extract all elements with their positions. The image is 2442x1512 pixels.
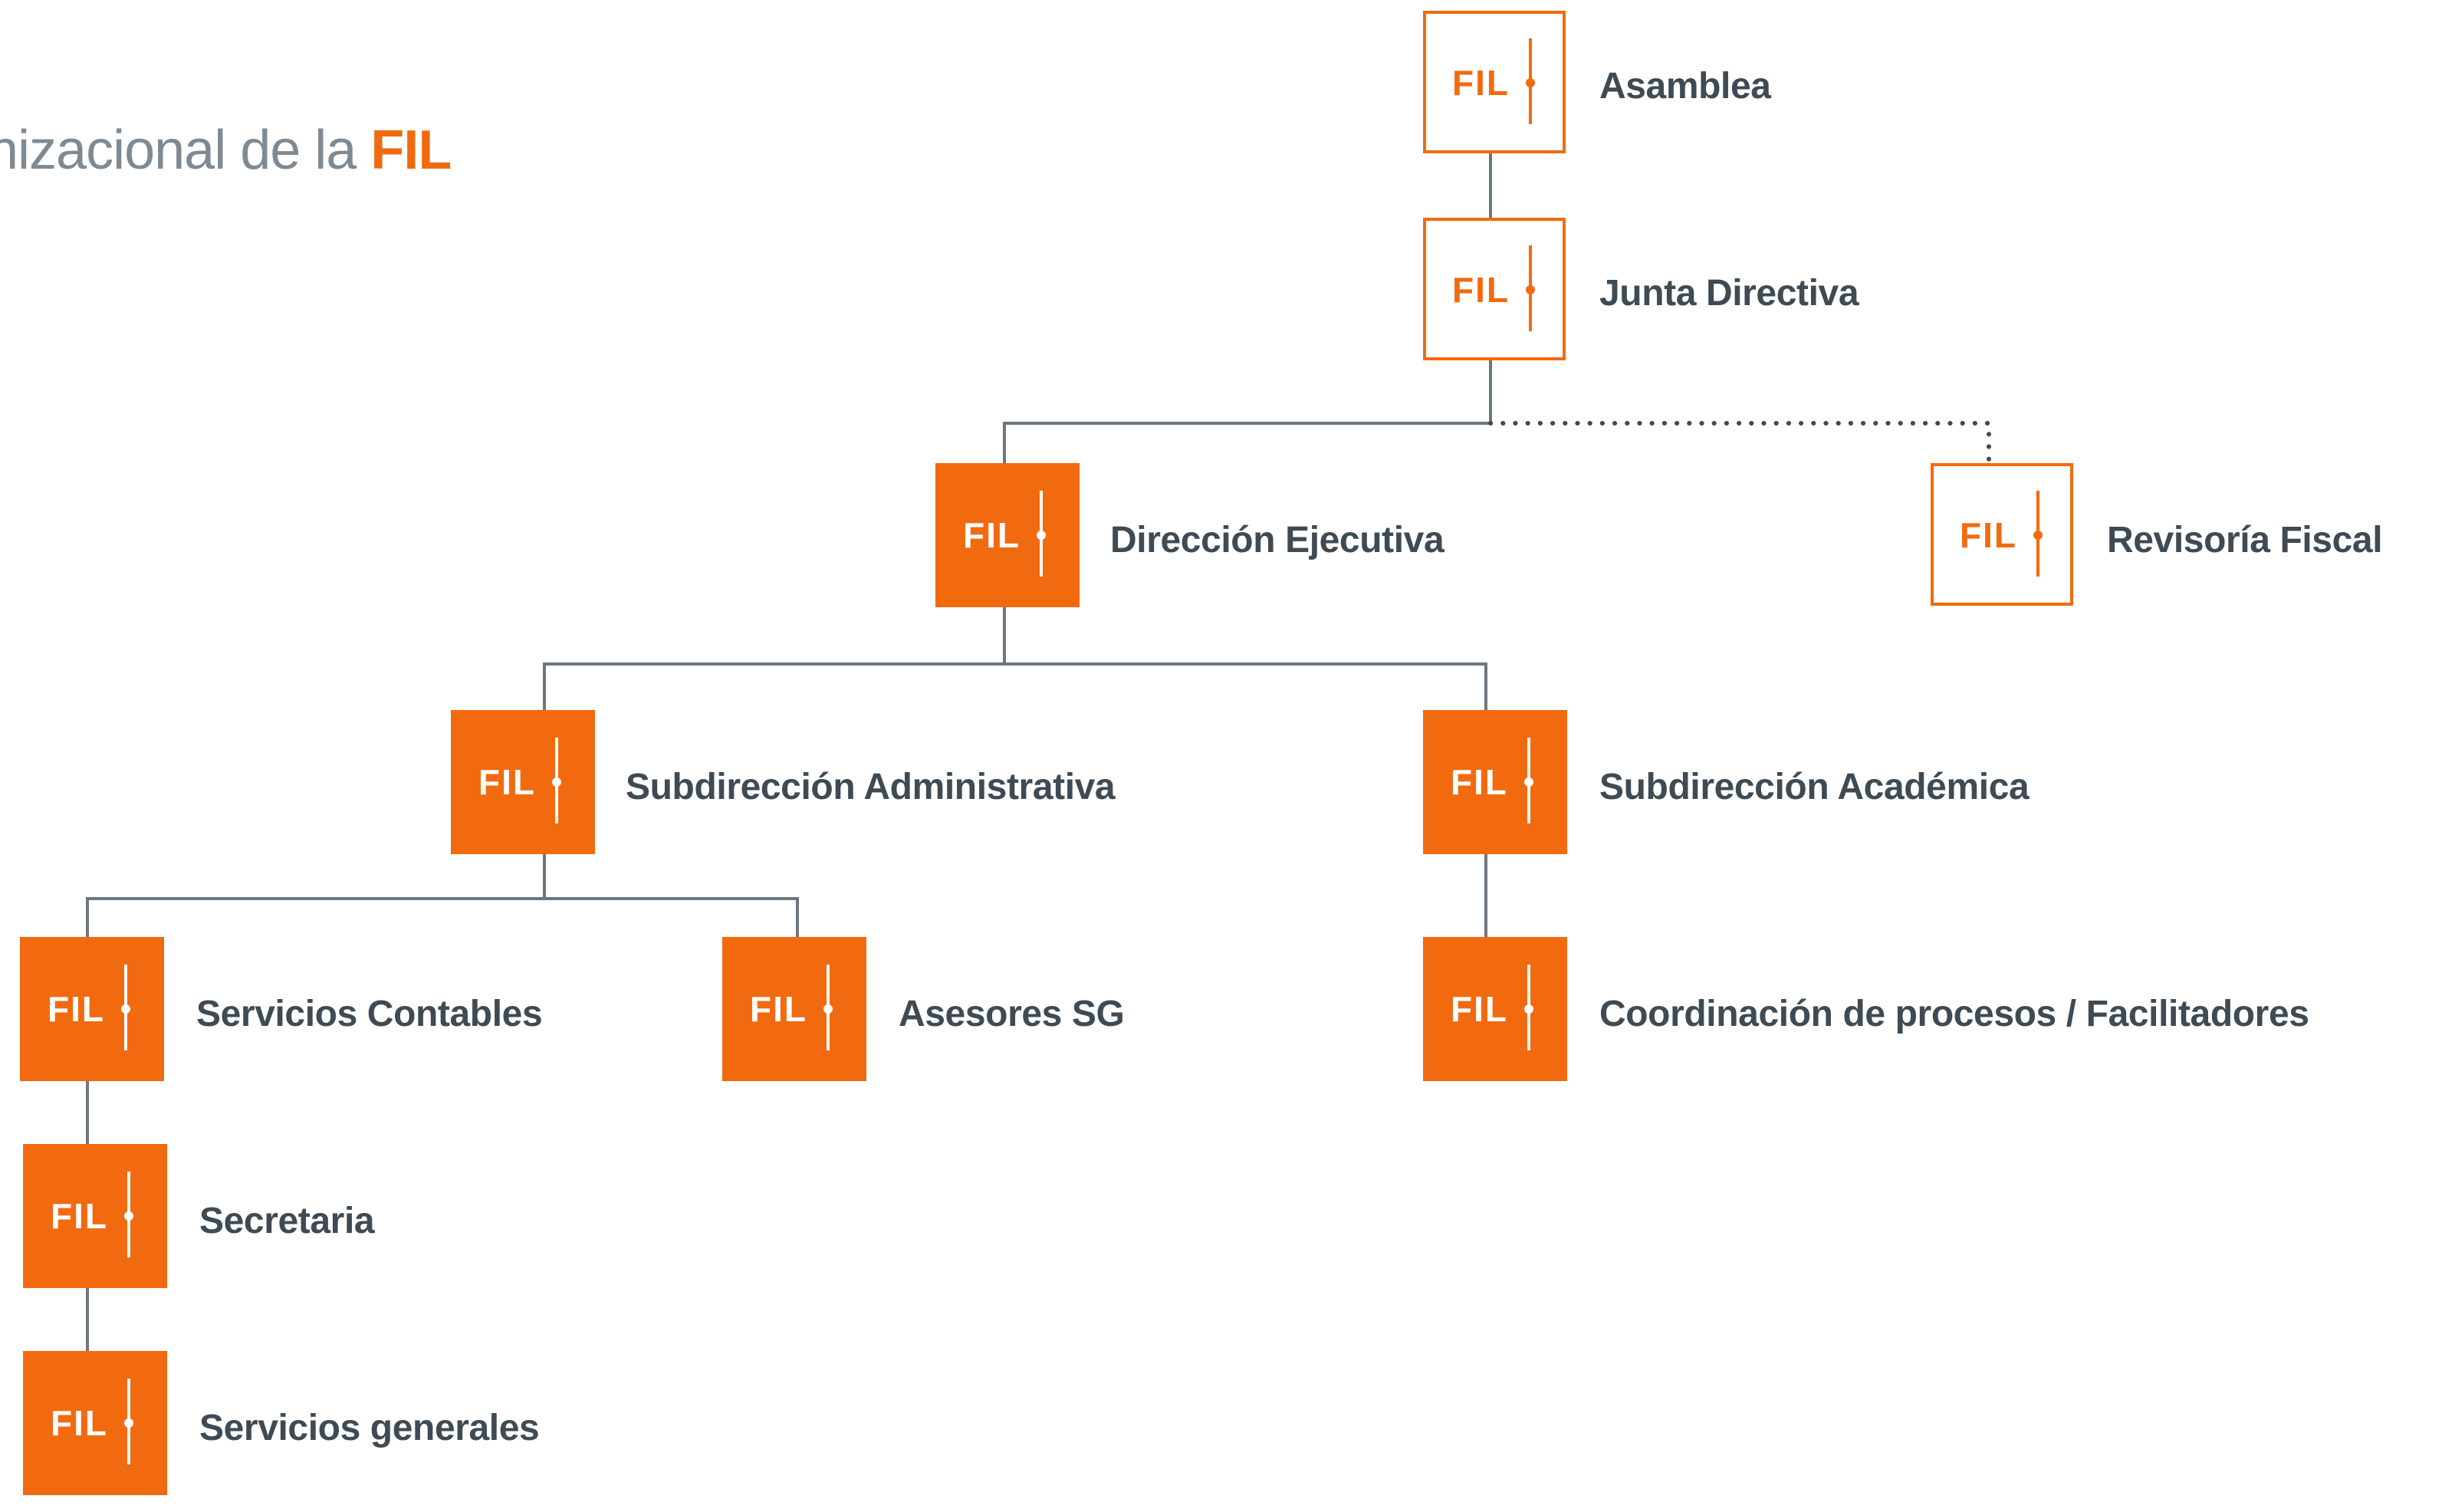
node-revisoria-logo: FIL [1931,463,2073,606]
node-generales-label: Servicios generales [199,1408,540,1449]
fil-logo-text: FIL [1452,270,1510,310]
fil-logo-dot-icon [120,1004,130,1014]
fil-logo-text: FIL [963,515,1021,555]
node-asamblea-logo: FIL [1423,11,1566,153]
node-generales-logo: FIL [23,1351,167,1495]
fil-logo-text: FIL [1960,515,2017,555]
fil-logo-dot-icon [2033,531,2042,540]
fil-logo-text: FIL [48,989,105,1029]
fil-logo-dot-icon [1523,777,1533,787]
fil-logo-dot-icon [1036,531,1045,540]
node-coordinacion-label: Coordinación de procesos / Facilitadores [1599,994,2309,1035]
fil-logo-dot-icon [123,1418,133,1428]
node-secretaria-label: Secretaria [199,1201,375,1242]
fil-logo-text: FIL [51,1196,108,1236]
node-junta-logo: FIL [1423,218,1566,360]
node-asesores-label: Asesores SG [899,994,1125,1035]
connector-junta-direccion [1003,359,1492,465]
node-contables-label: Servicios Contables [196,994,543,1035]
page-title: nizacional de la FIL [0,117,452,184]
node-revisoria-label: Revisoría Fiscal [2107,520,2383,561]
node-direccion-logo: FIL [935,463,1080,607]
node-direccion-label: Dirección Ejecutiva [1110,520,1444,561]
node-junta-label: Junta Directiva [1599,273,1859,314]
fil-logo-text: FIL [478,762,536,802]
fil-logo-text: FIL [750,989,807,1029]
fil-logo-text: FIL [51,1403,108,1443]
node-sub-acad-logo: FIL [1423,710,1567,854]
fil-logo-dot-icon [823,1004,832,1014]
node-secretaria-logo: FIL [23,1144,167,1288]
node-sub-admin-logo: FIL [451,710,595,854]
node-coordinacion-logo: FIL [1423,937,1567,1081]
connector-subadmin-children [86,854,799,937]
fil-logo-dot-icon [1525,285,1534,294]
title-accent: FIL [370,118,452,181]
fil-logo-text: FIL [1452,63,1510,103]
fil-logo-dot-icon [551,777,560,787]
title-prefix: nizacional de la [0,118,357,181]
fil-logo-text: FIL [1451,762,1508,802]
node-sub-admin-label: Subdirección Administrativa [626,767,1116,808]
fil-logo-dot-icon [1525,78,1534,87]
node-contables-logo: FIL [20,937,164,1081]
fil-logo-text: FIL [1451,989,1508,1029]
fil-logo-dot-icon [123,1211,133,1221]
connector-junta-revisoria-dotted [1488,421,1991,467]
node-asesores-logo: FIL [722,937,866,1081]
node-asamblea-label: Asamblea [1599,66,1771,107]
connector-direccion-subdirecciones [543,607,1487,712]
fil-logo-dot-icon [1523,1004,1533,1014]
node-sub-acad-label: Subdirección Académica [1599,767,2030,808]
